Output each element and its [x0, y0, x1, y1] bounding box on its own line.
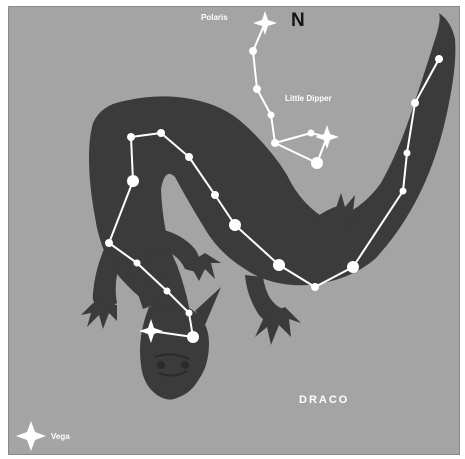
- north-label: N: [291, 10, 305, 31]
- star-icon: [404, 150, 411, 157]
- little-dipper-line: [253, 23, 327, 163]
- star-icon: [229, 219, 241, 231]
- dragon-claw-front-left: [81, 303, 117, 329]
- little-dipper-label: Little Dipper: [285, 94, 332, 103]
- star-icon: [435, 55, 443, 63]
- star-icon: [271, 139, 279, 147]
- star-icon: [308, 130, 315, 137]
- star-icon: [187, 331, 199, 343]
- draco-label: DRACO: [299, 394, 349, 406]
- star-icon: [185, 153, 193, 161]
- vega-label: Vega: [51, 432, 70, 441]
- vega-star-icon: [16, 421, 46, 451]
- dragon-leg-front-left: [93, 247, 121, 311]
- dragon-head: [140, 303, 209, 399]
- star-icon: [253, 85, 261, 93]
- star-icon: [311, 283, 319, 291]
- polaris-label: Polaris: [201, 13, 228, 22]
- star-icon: [127, 133, 135, 141]
- star-icon: [347, 261, 359, 273]
- polaris-star-icon: [253, 11, 277, 35]
- star-icon: [273, 259, 285, 271]
- star-icon: [411, 99, 419, 107]
- star-icon: [311, 157, 323, 169]
- star-icon: [211, 191, 219, 199]
- star-icon: [134, 260, 141, 267]
- star-icon: [268, 112, 275, 119]
- star-icon: [186, 310, 193, 317]
- star-icon: [105, 239, 113, 247]
- star-icon: [164, 288, 171, 295]
- dragon-body: [89, 13, 455, 333]
- star-icon: [157, 129, 165, 137]
- star-chart: Polaris N Little Dipper DRACO Vega: [8, 6, 460, 455]
- little-dipper-bright-star-icon: [315, 125, 339, 149]
- star-icon: [127, 175, 139, 187]
- draco-chart-svg: Polaris N Little Dipper DRACO Vega: [9, 7, 459, 454]
- dragon-silhouette: [81, 13, 455, 400]
- star-icon: [400, 188, 407, 195]
- star-icon: [249, 47, 257, 55]
